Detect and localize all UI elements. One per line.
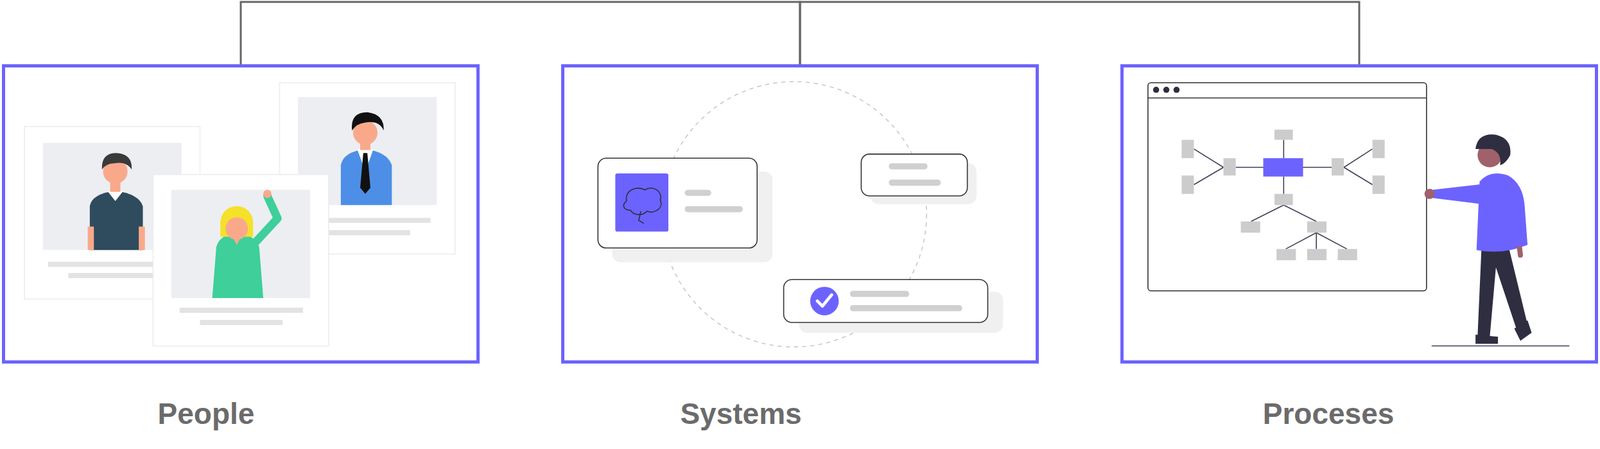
process-window-part: [1147, 82, 1427, 291]
process-window-part-part: [1286, 232, 1317, 249]
profile-card-part: [138, 226, 146, 251]
process-window-part: [1181, 129, 1385, 261]
system-cards-part: [891, 163, 925, 170]
system-cards-part: [817, 294, 832, 306]
presenter-figure-part: [1514, 320, 1532, 341]
profile-card-part: [89, 190, 144, 250]
system-cards: [597, 81, 1003, 347]
process-window-part-part: [1283, 204, 1317, 221]
process-window-part-part: [1283, 176, 1285, 194]
process-window-part-part: [1241, 221, 1261, 233]
presenter-figure-part: [1475, 334, 1498, 344]
category-panel: Systems: [561, 64, 1039, 364]
profile-card-part: [200, 319, 284, 325]
process-window-part-part: [1274, 129, 1294, 140]
process-window-part-part: [1193, 148, 1224, 168]
system-cards-part: [853, 290, 907, 298]
process-window-part-part: [1223, 157, 1236, 176]
profile-card-part: [340, 148, 392, 205]
category-panel: People: [1, 64, 480, 364]
profile-card-part: [102, 152, 132, 169]
profile-card-part: [225, 217, 248, 240]
process-window-part-part: [1181, 139, 1194, 159]
presenter-figure-part: [1477, 244, 1528, 337]
presenter-figure-part: [1510, 193, 1527, 248]
process-window-part-part: [1307, 249, 1327, 261]
profile-card-part: [68, 272, 164, 279]
profile-card-part: [328, 229, 411, 235]
process-window: [1147, 82, 1427, 291]
presenter-figure: [1424, 134, 1570, 346]
system-cards-part: [783, 279, 989, 323]
process-window-part-part: [1276, 249, 1296, 261]
presenter-figure-part: [1475, 134, 1511, 166]
process-window-part-part: [1338, 249, 1358, 261]
presenter-figure-part: [1424, 188, 1435, 200]
process-window-part-part: [1372, 175, 1385, 194]
panel-label: People: [157, 396, 255, 432]
process-window-part: [1153, 86, 1160, 94]
bracket-connector: [800, 1, 1360, 65]
system-cards-part: [891, 179, 939, 187]
process-window-part-part: [1315, 232, 1317, 249]
panel-label: Proceses: [1262, 396, 1395, 432]
process-window-part-part: [1372, 139, 1385, 159]
process-window-part-part: [1193, 167, 1224, 185]
process-window-part-part: [1274, 193, 1294, 205]
profile-card-part: [252, 195, 278, 245]
process-window-part-part: [1181, 175, 1194, 194]
profile-card-part: [87, 226, 95, 251]
process-window-part-part: [1283, 139, 1285, 159]
profile-card-part: [179, 307, 304, 313]
system-cards-part: [623, 188, 661, 224]
system-cards-part: [597, 157, 757, 248]
presenter-figure-part: [1431, 345, 1570, 347]
process-window-part-part: [1250, 204, 1284, 221]
process-window-part-part: [1343, 148, 1373, 168]
process-window-part: [1163, 86, 1170, 94]
process-window-part: [1193, 139, 1373, 250]
process-window-part-part: [1343, 167, 1373, 185]
system-cards-part: [615, 173, 669, 232]
profile-card: [152, 174, 329, 347]
process-window-part: [1263, 157, 1304, 177]
presenter-figure-part: [1432, 183, 1486, 205]
profile-card-part: [326, 217, 431, 223]
profile-card-part: [212, 232, 264, 298]
process-window-part-part: [1331, 157, 1344, 176]
profile-card-part: [360, 152, 371, 194]
system-cards-part: [687, 189, 709, 196]
category-panel: Proceses: [1120, 64, 1599, 364]
profile-card-part: [107, 190, 124, 201]
process-window-part-part: [1307, 221, 1327, 233]
process-window-part: [1173, 86, 1181, 94]
system-cards-part: [810, 286, 840, 315]
system-cards-part: [860, 154, 967, 196]
process-window-part: [1147, 97, 1427, 99]
profile-card-part: [351, 112, 384, 131]
profile-card-part: [263, 189, 272, 198]
profile-card-part: [171, 189, 311, 298]
system-cards-part: [687, 206, 740, 213]
profile-card-part: [152, 174, 329, 347]
bracket-connector: [240, 1, 800, 65]
panel-label: Systems: [679, 396, 802, 432]
system-cards-part: [853, 304, 960, 312]
process-window-part-part: [1316, 232, 1348, 249]
